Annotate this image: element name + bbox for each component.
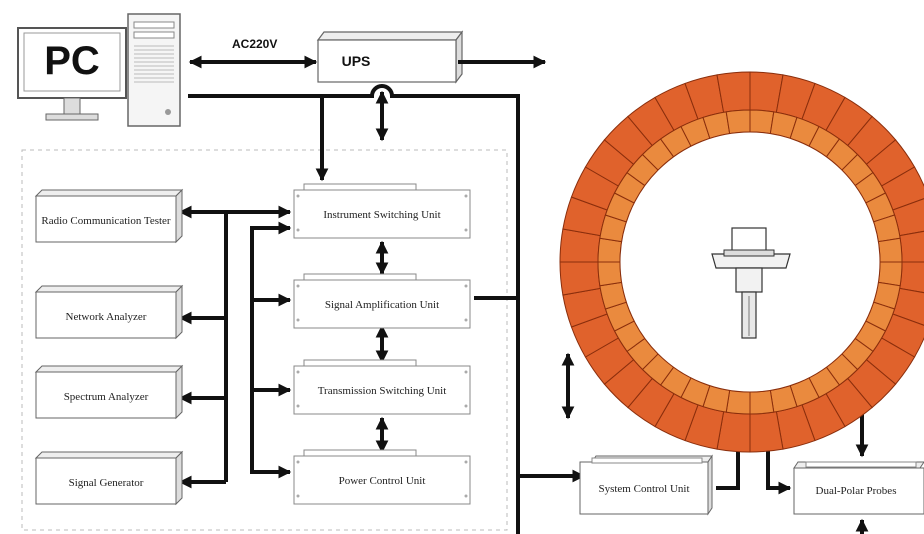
- dual-polar-probes-label: Dual-Polar Probes: [816, 485, 897, 497]
- unit-label: Signal Amplification Unit: [325, 299, 439, 311]
- pc-label: PC: [44, 39, 100, 83]
- system-control-unit-label: System Control Unit: [598, 483, 689, 495]
- system-control-unit-box: System Control Unit: [579, 454, 713, 516]
- unit-box: Instrument Switching Unit: [293, 183, 471, 239]
- instrument-box: Spectrum Analyzer: [34, 364, 184, 420]
- chamber-segment: [749, 389, 775, 415]
- dual-polar-probes-box: Dual-Polar Probes: [793, 461, 924, 515]
- unit-label: Power Control Unit: [339, 475, 426, 487]
- pc-data-bus: [188, 84, 586, 483]
- instrument-label: Spectrum Analyzer: [64, 391, 149, 403]
- unit-box: Transmission Switching Unit: [293, 359, 471, 415]
- chamber-segment: [597, 261, 623, 287]
- instrument-box: Network Analyzer: [34, 284, 184, 340]
- unit-box: Signal Amplification Unit: [293, 273, 471, 329]
- computer-tower-icon: [127, 13, 181, 127]
- chamber-segment: [725, 109, 751, 135]
- connection-lines: [178, 55, 869, 534]
- chamber-segment: [749, 109, 775, 135]
- chamber-segment: [597, 237, 623, 263]
- rack-enclosure: [21, 149, 508, 531]
- test-device-icon: [711, 227, 791, 339]
- chamber-ring: [559, 71, 924, 453]
- instrument-box: Signal Generator: [34, 450, 184, 506]
- ups-box: UPS: [316, 30, 464, 84]
- instrument-label: Signal Generator: [69, 477, 144, 489]
- unit-bus: [250, 221, 292, 479]
- chamber-segment: [877, 261, 903, 287]
- ups-label: UPS: [342, 53, 371, 69]
- unit-box: Power Control Unit: [293, 449, 471, 505]
- monitor-icon: [17, 27, 127, 121]
- instrument-label: Radio Communication Tester: [41, 215, 171, 227]
- chamber-segment: [877, 237, 903, 263]
- unit-label: Instrument Switching Unit: [323, 209, 440, 221]
- power-label: AC220V: [232, 37, 277, 51]
- pc-workstation: PC: [17, 13, 181, 127]
- instrument-label: Network Analyzer: [66, 311, 147, 323]
- chamber-segment: [725, 389, 751, 415]
- instrument-box: Radio Communication Tester: [34, 188, 184, 244]
- unit-label: Transmission Switching Unit: [318, 385, 447, 397]
